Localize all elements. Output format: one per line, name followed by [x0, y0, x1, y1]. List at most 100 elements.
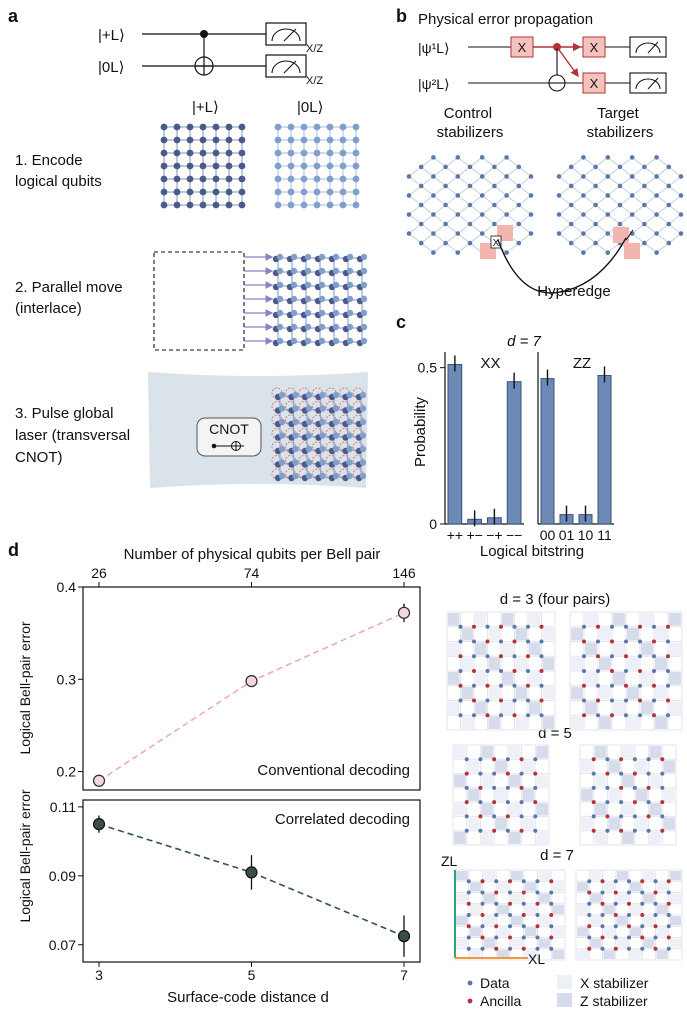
data-qubit: [646, 828, 651, 833]
qubit-dot: [359, 459, 367, 466]
qubit-dot: [186, 149, 194, 157]
qubit-dot: [360, 337, 368, 345]
target-stabilizers-label: Target stabilizers: [587, 105, 654, 141]
qubit-dot: [290, 267, 298, 275]
ancilla-qubit: [464, 771, 469, 776]
stabilizer-cell: [663, 817, 675, 830]
qubit-dot: [290, 337, 298, 345]
data-qubit: [613, 924, 618, 929]
ancilla-qubit: [587, 924, 592, 929]
stabilizer-cell: [515, 716, 527, 729]
legend-data: Data: [480, 975, 510, 991]
stabilizer-cell: [630, 949, 642, 959]
stabilizer-cell: [635, 788, 648, 802]
empty-region-box: [153, 251, 245, 351]
plot-frame: [82, 586, 421, 791]
qubit-dot: [300, 136, 308, 144]
qubit-dot: [352, 149, 360, 157]
stabilizer-cell: [481, 831, 494, 844]
ancilla-qubit: [619, 757, 624, 762]
data-qubit: [619, 814, 624, 819]
stabilizer-cell: [502, 701, 514, 715]
stabilizer-cell: [454, 774, 466, 787]
ancilla-qubit: [539, 624, 544, 629]
cnot-badge-label: CNOT: [209, 421, 249, 437]
stabilizer-cell: [488, 657, 500, 670]
stabilizer-cell: [511, 893, 523, 903]
qubit-dot: [276, 323, 284, 331]
ancilla-qubit: [653, 890, 658, 895]
data-qubit: [505, 800, 510, 805]
lattice-dot: [605, 250, 611, 255]
lattice-dot: [654, 174, 659, 179]
stabilizer-cell: [522, 760, 535, 773]
qubit-dot: [346, 391, 353, 399]
data-qubit: [539, 654, 544, 659]
stabilizer-cell: [461, 627, 473, 641]
stabilizer-cell: [655, 657, 667, 670]
data-qubit: [640, 890, 645, 895]
error-gate-label: X: [518, 40, 527, 55]
qubit-dot: [339, 188, 347, 196]
x-logical-label: XL: [528, 951, 545, 967]
stabilizer-cell: [542, 686, 554, 700]
qubit-dot: [304, 295, 312, 303]
qubit-dot: [346, 309, 354, 317]
bar-tick-label: 11: [597, 527, 612, 543]
stabilizer-cell: [467, 760, 480, 773]
meter-icon: [265, 22, 307, 46]
data-qubit: [660, 771, 665, 776]
lattice-dot: [568, 164, 574, 170]
qubit-dot: [339, 162, 347, 170]
data-qubit: [494, 913, 499, 917]
ancilla-qubit: [610, 713, 614, 718]
qubit-dot: [359, 391, 367, 399]
qubit-dot: [290, 323, 298, 331]
data-qubit: [627, 890, 631, 895]
stabilizer-cell: [669, 938, 681, 948]
data-qubit: [582, 698, 586, 703]
lattice-dot: [504, 174, 509, 179]
data-qubit: [627, 879, 631, 884]
ancilla-qubit: [499, 654, 503, 659]
lattice-dot: [568, 240, 574, 246]
lattice-dot: [455, 155, 461, 160]
stabilizer-cell: [454, 746, 466, 759]
top-tick-label: 74: [244, 565, 260, 581]
qubit-dot: [274, 162, 282, 170]
stabilizer-cell: [542, 657, 554, 670]
stabilizer-cell: [656, 882, 668, 892]
bar-tick-label: −−: [506, 527, 522, 543]
lattice-dot: [654, 193, 659, 198]
data-qubit: [591, 771, 596, 776]
qubit-dot: [326, 136, 334, 144]
lattice-dot: [581, 212, 586, 217]
lattice-dot: [556, 174, 562, 179]
qubit-dot: [276, 281, 284, 289]
qubit-dot: [304, 309, 312, 317]
data-qubit: [494, 901, 499, 906]
lattice-dot: [593, 164, 598, 170]
lattice-dot: [617, 202, 623, 208]
stabilizer-cell: [656, 949, 668, 959]
zero-logical-grid: [274, 123, 360, 209]
ancilla-qubit: [526, 683, 530, 688]
y-tick-label: 0.5: [418, 360, 438, 376]
ancilla-qubit: [660, 757, 665, 762]
qubit-dot: [305, 459, 313, 466]
qubit-dot: [287, 175, 295, 183]
stabilizer-cell: [608, 817, 621, 830]
stabilizer-cell: [495, 788, 507, 802]
qubit-dot: [346, 253, 354, 261]
data-qubit: [466, 935, 471, 940]
data-qubit: [582, 624, 586, 629]
qubit-dot: [292, 391, 299, 399]
qubit-dot: [360, 253, 368, 261]
data-qubit: [533, 757, 538, 762]
qubit-dot: [292, 432, 299, 439]
stabilizer-cell: [456, 938, 468, 948]
qubit-dot: [318, 309, 326, 317]
lattice-dot: [642, 202, 647, 208]
qubit-dot: [304, 253, 312, 261]
y-tick-label: 0.09: [49, 868, 76, 884]
